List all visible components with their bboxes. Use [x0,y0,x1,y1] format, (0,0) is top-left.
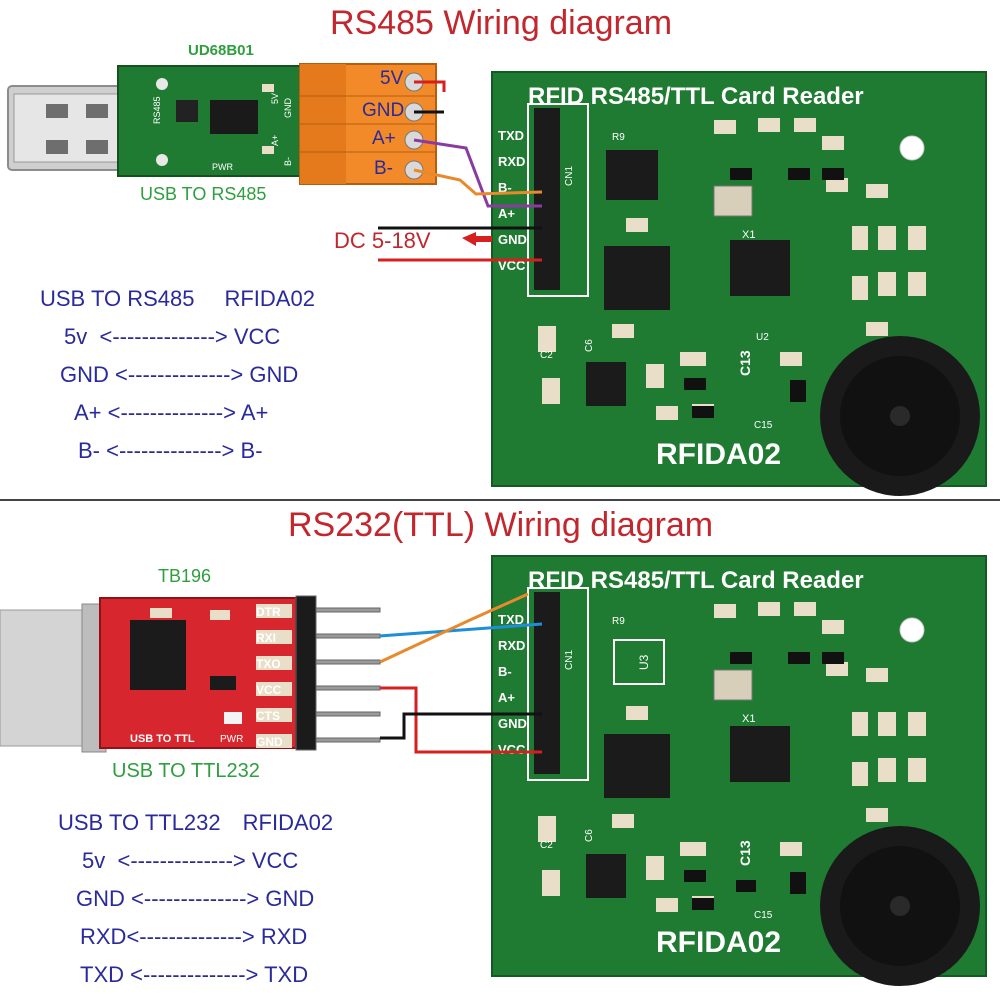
usb-cable-icon [0,603,107,753]
reader-pin-vcc-top: VCC [498,258,526,273]
silk-u2-top: U2 [756,332,769,343]
rs485-mapping-table: USB TO RS485 RFIDA02 5v <--------------> … [40,280,315,470]
rs232-mapping-header: USB TO TTL232 RFIDA02 [58,804,333,842]
reader-pin-rxd-top: RXD [498,154,525,169]
wire-5v [414,80,446,92]
silk-pwr-top: C13 [737,350,753,376]
reader-pin-txd-top: TXD [498,128,524,143]
rs232-section: RS232(TTL) Wiring diagram DTR RXI TXO VC… [0,500,1000,1000]
rs232-mapping-table: USB TO TTL232 RFIDA02 5v <-------------->… [58,804,333,994]
reader-model-bottom: RFIDA02 [656,926,781,959]
reader-pin-rxd-bottom: RXD [498,638,525,653]
wire-a-plus [413,138,542,208]
tb196-silk-usb-to-ttl: USB TO TTL [130,733,195,745]
reader-pin-txd-bottom: TXD [498,612,524,627]
ud68b01-silk-a: A+ [270,135,280,146]
section-divider [0,499,1000,501]
terminal-label-a-plus: A+ [372,128,396,149]
ud68b01-silk-5v: 5V [270,93,280,104]
ud68b01-silk-b: B- [283,157,293,166]
silk-r9-top: R9 [612,132,625,143]
reader-pin-b-top: B- [498,180,512,195]
rs485-mapping-header: USB TO RS485 RFIDA02 [40,280,315,318]
tb196-header-pins [295,595,381,751]
tb196-pin-cts: CTS [256,709,280,723]
reader-pin-b-bottom: B- [498,664,512,679]
reader-title-bottom: RFID RS485/TTL Card Reader [528,567,864,594]
tb196-pin-dtr: DTR [256,605,281,619]
tb196-module: DTR RXI TXO VCC CTS GND USB TO TTL PWR [99,597,297,749]
mapping-row: 5v <--------------> VCC [64,324,281,349]
wire-txd [379,592,529,664]
rfid-reader-board-bottom: RFID RS485/TTL Card Reader RFIDA02 TXD R… [491,555,987,986]
silk-c13-bottom: C6 [584,829,595,842]
silk-r9-bottom: R9 [612,616,625,627]
mapping-header-left: USB TO RS485 [40,286,195,311]
terminal-label-b-minus: B- [374,158,393,179]
tb196-pin-rxi: RXI [256,631,276,645]
silk-pwr-bottom: C13 [737,840,753,866]
ud68b01-silk-gnd: GND [283,98,293,119]
ud68b01-silk-pwr: PWR [212,162,233,172]
rs232-diagram-graphics: DTR RXI TXO VCC CTS GND USB TO TTL PWR [0,555,987,986]
reader-pin-a-bottom: A+ [498,690,515,705]
ud68b01-name: UD68B01 [188,42,254,59]
dc-arrow-icon [462,232,492,246]
silk-n1-bottom: C2 [540,840,553,851]
silk-c13-top: C6 [584,339,595,352]
mapping-row: 5v <--------------> VCC [82,848,299,873]
ud68b01-module: RS485 5V GND A+ B- PWR [117,65,315,177]
mapping-header-left: USB TO TTL232 [58,810,221,835]
tb196-pin-txo: TXO [256,657,281,671]
silk-x1-bottom: X1 [742,713,755,725]
ud68b01-desc: USB TO RS485 [140,184,267,204]
mapping-row: A+ <--------------> A+ [74,400,269,425]
silk-n1-top: C2 [540,350,553,361]
usb-plug-icon [7,85,135,171]
silk-x1-top: X1 [742,229,755,241]
reader-pin-a-top: A+ [498,206,515,221]
rs232-title: RS232(TTL) Wiring diagram [288,506,714,544]
rs485-title: RS485 Wiring diagram [330,4,673,42]
mapping-row: B- <--------------> B- [78,438,263,463]
dc-voltage-label: DC 5-18V [334,228,431,253]
mapping-header-right: RFIDA02 [242,810,334,835]
rs485-diagram-graphics: RS485 5V GND A+ B- PWR [7,63,987,496]
reader-pin-gnd-top: GND [498,232,527,247]
silk-j1-bottom: C15 [754,910,773,921]
terminal-label-5v: 5V [380,68,404,89]
mapping-row: RXD<--------------> RXD [80,924,308,949]
reader-model-top: RFIDA02 [656,438,781,471]
rs485-wires [378,80,543,262]
rs485-section: RS485 Wiring diagram RS485 5V GND A+ B- … [7,4,987,496]
wire-rxd [379,622,543,638]
rs232-wires [379,592,543,754]
tb196-pin-vcc: VCC [256,683,282,697]
ud68b01-silk-rs485: RS485 [152,96,162,124]
wire-gnd-ttl [380,712,542,740]
terminal-label-gnd: GND [362,100,405,121]
reader-pin-gnd-bottom: GND [498,716,527,731]
screw-terminal-block [299,63,437,185]
tb196-pin-gnd: GND [256,735,283,749]
reader-pin-vcc-bottom: VCC [498,742,526,757]
silk-cn1-bottom: CN1 [564,650,575,670]
tb196-silk-pwr: PWR [220,734,243,745]
rfid-reader-board-top: RFID RS485/TTL Card Reader RFIDA02 TXD R… [491,71,987,496]
mapping-header-right: RFIDA02 [224,286,315,311]
reader-title-top: RFID RS485/TTL Card Reader [528,83,864,110]
tb196-name: TB196 [158,566,212,586]
silk-cn1-top: CN1 [564,166,575,186]
silk-j1-top: C15 [754,420,773,431]
wire-vcc [380,686,542,754]
tb196-desc: USB TO TTL232 [112,760,260,782]
mapping-row: GND <--------------> GND [60,362,299,387]
mapping-row: TXD <--------------> TXD [80,962,309,987]
silk-u3-bottom: U3 [637,654,651,670]
wire-b-minus [413,168,543,196]
mapping-row: GND <--------------> GND [76,886,315,911]
